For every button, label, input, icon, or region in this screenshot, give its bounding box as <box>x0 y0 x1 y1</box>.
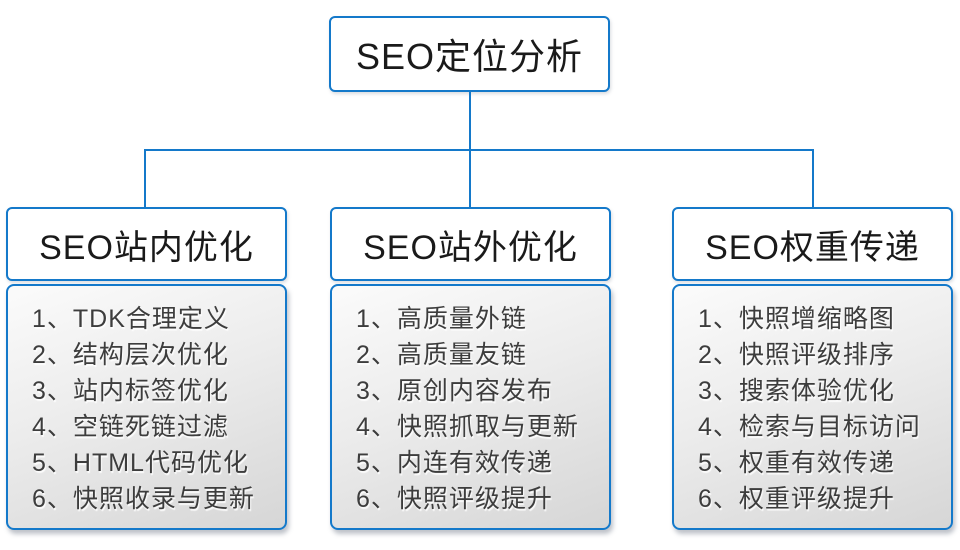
list-item: 5、内连有效传递 <box>356 449 553 477</box>
list-item: 6、快照收录与更新 <box>32 485 255 513</box>
branch-offsite-header: SEO站外优化 <box>330 207 611 281</box>
list-item: 5、权重有效传递 <box>698 449 895 477</box>
connector-branch-mid <box>469 150 471 207</box>
branch-onsite-header: SEO站内优化 <box>6 207 287 281</box>
list-item: 4、检索与目标访问 <box>698 413 921 441</box>
branch-offsite-body: 1、高质量外链 2、高质量友链 3、原创内容发布 4、快照抓取与更新 5、内连有… <box>330 284 611 530</box>
connector-branch-right <box>812 150 814 207</box>
list-item: 2、快照评级排序 <box>698 341 895 369</box>
branch-weight-title: SEO权重传递 <box>705 228 920 267</box>
branch-offsite-title: SEO站外优化 <box>363 228 578 267</box>
list-item: 3、站内标签优化 <box>32 377 229 405</box>
list-item: 1、TDK合理定义 <box>32 305 230 333</box>
list-item: 4、空链死链过滤 <box>32 413 229 441</box>
branch-weight-list: 1、快照增缩略图 2、快照评级排序 3、搜索体验优化 4、检索与目标访问 5、权… <box>674 286 951 517</box>
list-item: 2、结构层次优化 <box>32 341 229 369</box>
list-item: 4、快照抓取与更新 <box>356 413 579 441</box>
connector-root-stem <box>469 92 471 150</box>
list-item: 3、搜索体验优化 <box>698 377 895 405</box>
list-item: 1、快照增缩略图 <box>698 305 895 333</box>
branch-weight-header: SEO权重传递 <box>672 207 953 281</box>
branch-onsite-title: SEO站内优化 <box>39 228 254 267</box>
root-node: SEO定位分析 <box>329 16 610 92</box>
branch-onsite: SEO站内优化 1、TDK合理定义 2、结构层次优化 3、站内标签优化 4、空链… <box>6 207 287 530</box>
branch-offsite-list: 1、高质量外链 2、高质量友链 3、原创内容发布 4、快照抓取与更新 5、内连有… <box>332 286 609 517</box>
list-item: 3、原创内容发布 <box>356 377 553 405</box>
list-item: 2、高质量友链 <box>356 341 527 369</box>
branch-weight: SEO权重传递 1、快照增缩略图 2、快照评级排序 3、搜索体验优化 4、检索与… <box>672 207 953 530</box>
list-item: 1、高质量外链 <box>356 305 527 333</box>
list-item: 5、HTML代码优化 <box>32 449 249 477</box>
branch-weight-body: 1、快照增缩略图 2、快照评级排序 3、搜索体验优化 4、检索与目标访问 5、权… <box>672 284 953 530</box>
branch-onsite-list: 1、TDK合理定义 2、结构层次优化 3、站内标签优化 4、空链死链过滤 5、H… <box>8 286 285 517</box>
connector-horizontal <box>144 149 814 151</box>
connector-branch-left <box>144 150 146 207</box>
list-item: 6、权重评级提升 <box>698 485 895 513</box>
branch-offsite: SEO站外优化 1、高质量外链 2、高质量友链 3、原创内容发布 4、快照抓取与… <box>330 207 611 530</box>
list-item: 6、快照评级提升 <box>356 485 553 513</box>
root-title: SEO定位分析 <box>355 36 584 77</box>
branch-onsite-body: 1、TDK合理定义 2、结构层次优化 3、站内标签优化 4、空链死链过滤 5、H… <box>6 284 287 530</box>
